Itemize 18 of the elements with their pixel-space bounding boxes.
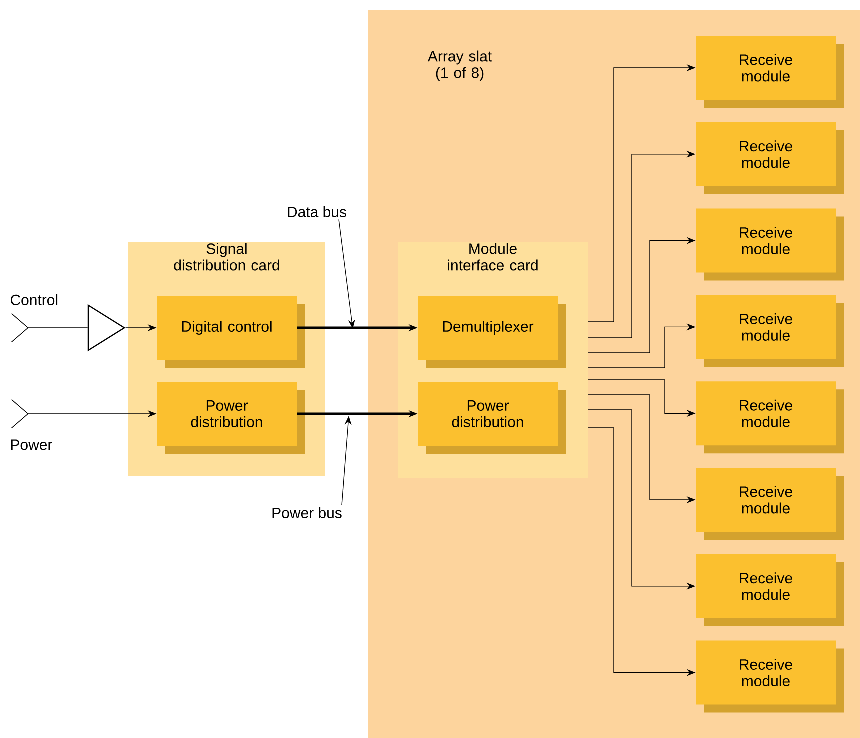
module-box: Receive module (696, 295, 844, 368)
module-box: Receive module (696, 208, 844, 281)
module-box: Receive module (696, 382, 844, 454)
terminal-label: Control (10, 294, 58, 306)
module-box: Power distribution (157, 382, 305, 454)
module-box: Receive module (696, 468, 844, 540)
module-box: Receive module (696, 554, 844, 626)
connector-symbol (11, 399, 29, 429)
bus-label: Data bus (288, 206, 346, 218)
bus-label: Power bus (272, 507, 342, 518)
module-box: Receive module (696, 640, 844, 713)
module-box: Demultiplexer (418, 296, 566, 368)
terminal-label: Power (11, 440, 52, 450)
module-box: Receive module (696, 36, 844, 108)
connector-symbol (11, 313, 29, 343)
module-box: Receive module (696, 122, 844, 194)
module-box: Power distribution (418, 382, 566, 454)
module-box: Digital control (157, 296, 305, 368)
